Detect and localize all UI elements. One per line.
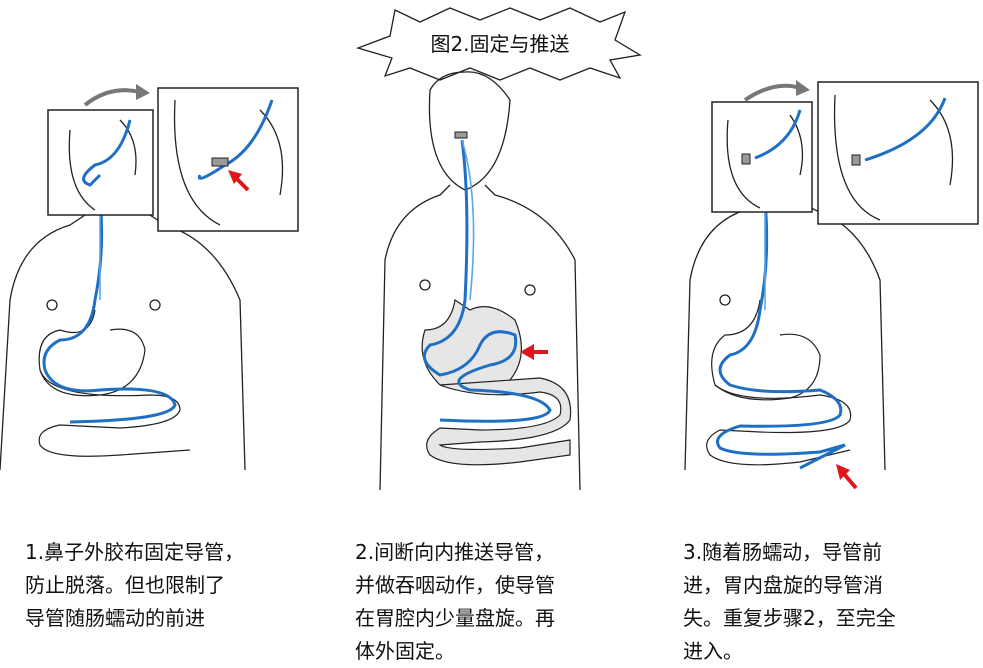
panel-2-figure [379, 71, 581, 491]
caption-line: 进，胃内盘旋的导管消 [683, 573, 883, 597]
tube [754, 109, 802, 160]
caption-line: 进入。 [683, 639, 743, 663]
step-1-caption: 1.鼻子外胶布固定导管， 防止脱落。但也限制了 导管随肠蠕动的前进 [25, 536, 244, 635]
caption-line: 失。重复步骤2，至完全 [683, 606, 896, 630]
red-arrow-icon [234, 176, 250, 192]
tape [211, 157, 229, 167]
nipple [419, 279, 431, 291]
red-arrow-icon [842, 472, 858, 490]
tube [864, 97, 947, 162]
caption-line: 防止脱落。但也限制了 [25, 573, 225, 597]
tube [82, 119, 132, 187]
panel-3-figure [684, 80, 979, 490]
head-outline [428, 71, 511, 191]
face-inset-large [817, 81, 979, 225]
tube [422, 139, 552, 423]
tube [42, 199, 177, 424]
torso-outline [379, 184, 581, 491]
intestine [38, 369, 191, 457]
rotate-arrow-icon [743, 83, 801, 102]
caption-line: 2.间断向内推送导管， [355, 540, 555, 564]
rotate-arrow-icon [83, 88, 141, 107]
figure-title: 图2.固定与推送 [430, 32, 570, 56]
stomach [711, 299, 821, 401]
nipple [719, 294, 731, 306]
torso-outline [684, 199, 886, 471]
caption-line: 导管随肠蠕动的前进 [25, 606, 205, 630]
nipple [46, 299, 58, 311]
stomach [421, 298, 523, 393]
caption-line: 1.鼻子外胶布固定导管， [25, 540, 245, 564]
caption-line: 体外固定。 [355, 639, 455, 663]
caption-line: 并做吞咽动作，使导管 [355, 573, 555, 597]
intestine [426, 377, 572, 466]
intestine [706, 384, 852, 466]
tape [741, 153, 751, 165]
tape [454, 131, 468, 139]
tube-upper [461, 139, 475, 301]
nipple [149, 299, 161, 311]
step-3-caption: 3.随着肠蠕动，导管前 进，胃内盘旋的导管消 失。重复步骤2，至完全 进入。 [683, 536, 896, 668]
stomach [38, 309, 146, 397]
caption-line: 3.随着肠蠕动，导管前 [683, 540, 883, 564]
torso-outline [0, 204, 246, 471]
step-2-caption: 2.间断向内推送导管， 并做吞咽动作，使导管 在胃腔内少量盘旋。再 体外固定。 [355, 536, 555, 668]
caption-line: 在胃腔内少量盘旋。再 [355, 606, 555, 630]
nipple [524, 284, 536, 296]
tube [716, 199, 846, 470]
tape [851, 154, 861, 166]
panel-1-figure [0, 84, 299, 471]
title-banner [355, 7, 642, 81]
